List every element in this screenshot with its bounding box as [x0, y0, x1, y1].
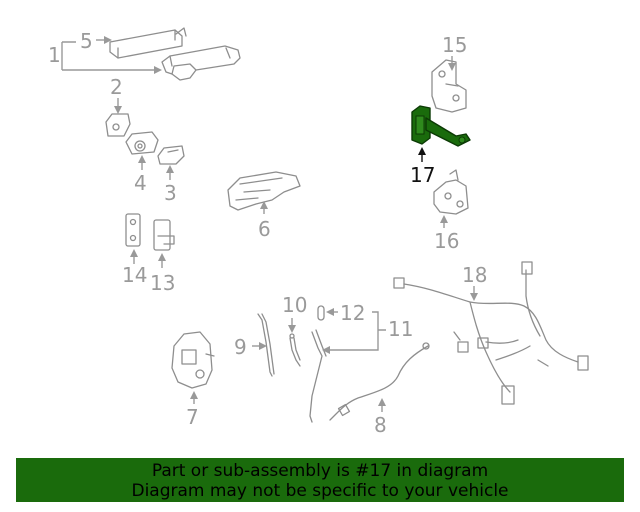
- leader-15-arrow: [448, 63, 456, 71]
- callout-9[interactable]: 9: [234, 335, 247, 359]
- leader-8-arrow: [378, 398, 386, 406]
- part-17-door-check-highlighted[interactable]: [411, 105, 471, 147]
- part-13-striker: [153, 219, 175, 251]
- leader-11-arrow: [322, 346, 330, 354]
- part-6-bracket: [227, 171, 301, 211]
- callout-15[interactable]: 15: [442, 33, 467, 57]
- leader-17-arrow: [418, 147, 426, 155]
- callout-8[interactable]: 8: [374, 413, 387, 437]
- leader-1: [61, 41, 160, 71]
- part-16-lower-hinge: [433, 169, 469, 215]
- callout-12[interactable]: 12: [340, 301, 365, 325]
- part-9-rod: [257, 313, 275, 377]
- part-7-latch: [171, 331, 215, 389]
- part-14-plate: [125, 213, 141, 247]
- part-3-lever: [157, 145, 185, 165]
- part-12-clip: [317, 305, 325, 321]
- banner-line-2: Diagram may not be specific to your vehi…: [131, 481, 509, 501]
- leader-3-arrow: [166, 165, 174, 173]
- part-2-cap: [105, 113, 131, 137]
- callout-18[interactable]: 18: [462, 263, 487, 287]
- leader-4-arrow: [138, 155, 146, 163]
- callout-2[interactable]: 2: [110, 75, 123, 99]
- info-banner: Part or sub-assembly is #17 in diagram D…: [16, 458, 624, 502]
- callout-7[interactable]: 7: [186, 405, 199, 429]
- callout-4[interactable]: 4: [134, 171, 147, 195]
- leader-18-arrow: [470, 293, 478, 301]
- callout-11[interactable]: 11: [388, 317, 413, 341]
- callout-6[interactable]: 6: [258, 217, 271, 241]
- leader-5-arrow: [104, 36, 112, 44]
- callout-1[interactable]: 1: [48, 43, 61, 67]
- callout-5[interactable]: 5: [80, 29, 93, 53]
- leader-13-arrow: [158, 253, 166, 261]
- part-11-cable: [309, 329, 327, 423]
- leader-7-arrow: [190, 391, 198, 399]
- part-15-upper-hinge: [431, 59, 467, 113]
- leader-9-arrow: [259, 342, 267, 350]
- callout-10[interactable]: 10: [282, 293, 307, 317]
- leader-6-arrow: [260, 201, 268, 209]
- callout-3[interactable]: 3: [164, 181, 177, 205]
- leader-14-arrow: [130, 249, 138, 257]
- banner-line-1: Part or sub-assembly is #17 in diagram: [151, 461, 489, 481]
- leader-2-arrow: [114, 106, 122, 114]
- part-8-cable: [329, 342, 430, 421]
- callout-17[interactable]: 17: [410, 163, 435, 187]
- leader-11: [326, 311, 386, 351]
- outside-handle-assembly: [109, 27, 241, 81]
- leader-16-arrow: [440, 215, 448, 223]
- callout-16[interactable]: 16: [434, 229, 459, 253]
- callout-13[interactable]: 13: [150, 271, 175, 295]
- leader-12-arrow: [326, 308, 334, 316]
- leader-10-arrow: [288, 325, 296, 333]
- part-10-rod: [289, 333, 301, 367]
- callout-14[interactable]: 14: [122, 263, 147, 287]
- leader-1-arrow: [154, 66, 162, 74]
- part-4-cylinder: [125, 131, 159, 155]
- part-18-wiring-harness: [393, 261, 589, 405]
